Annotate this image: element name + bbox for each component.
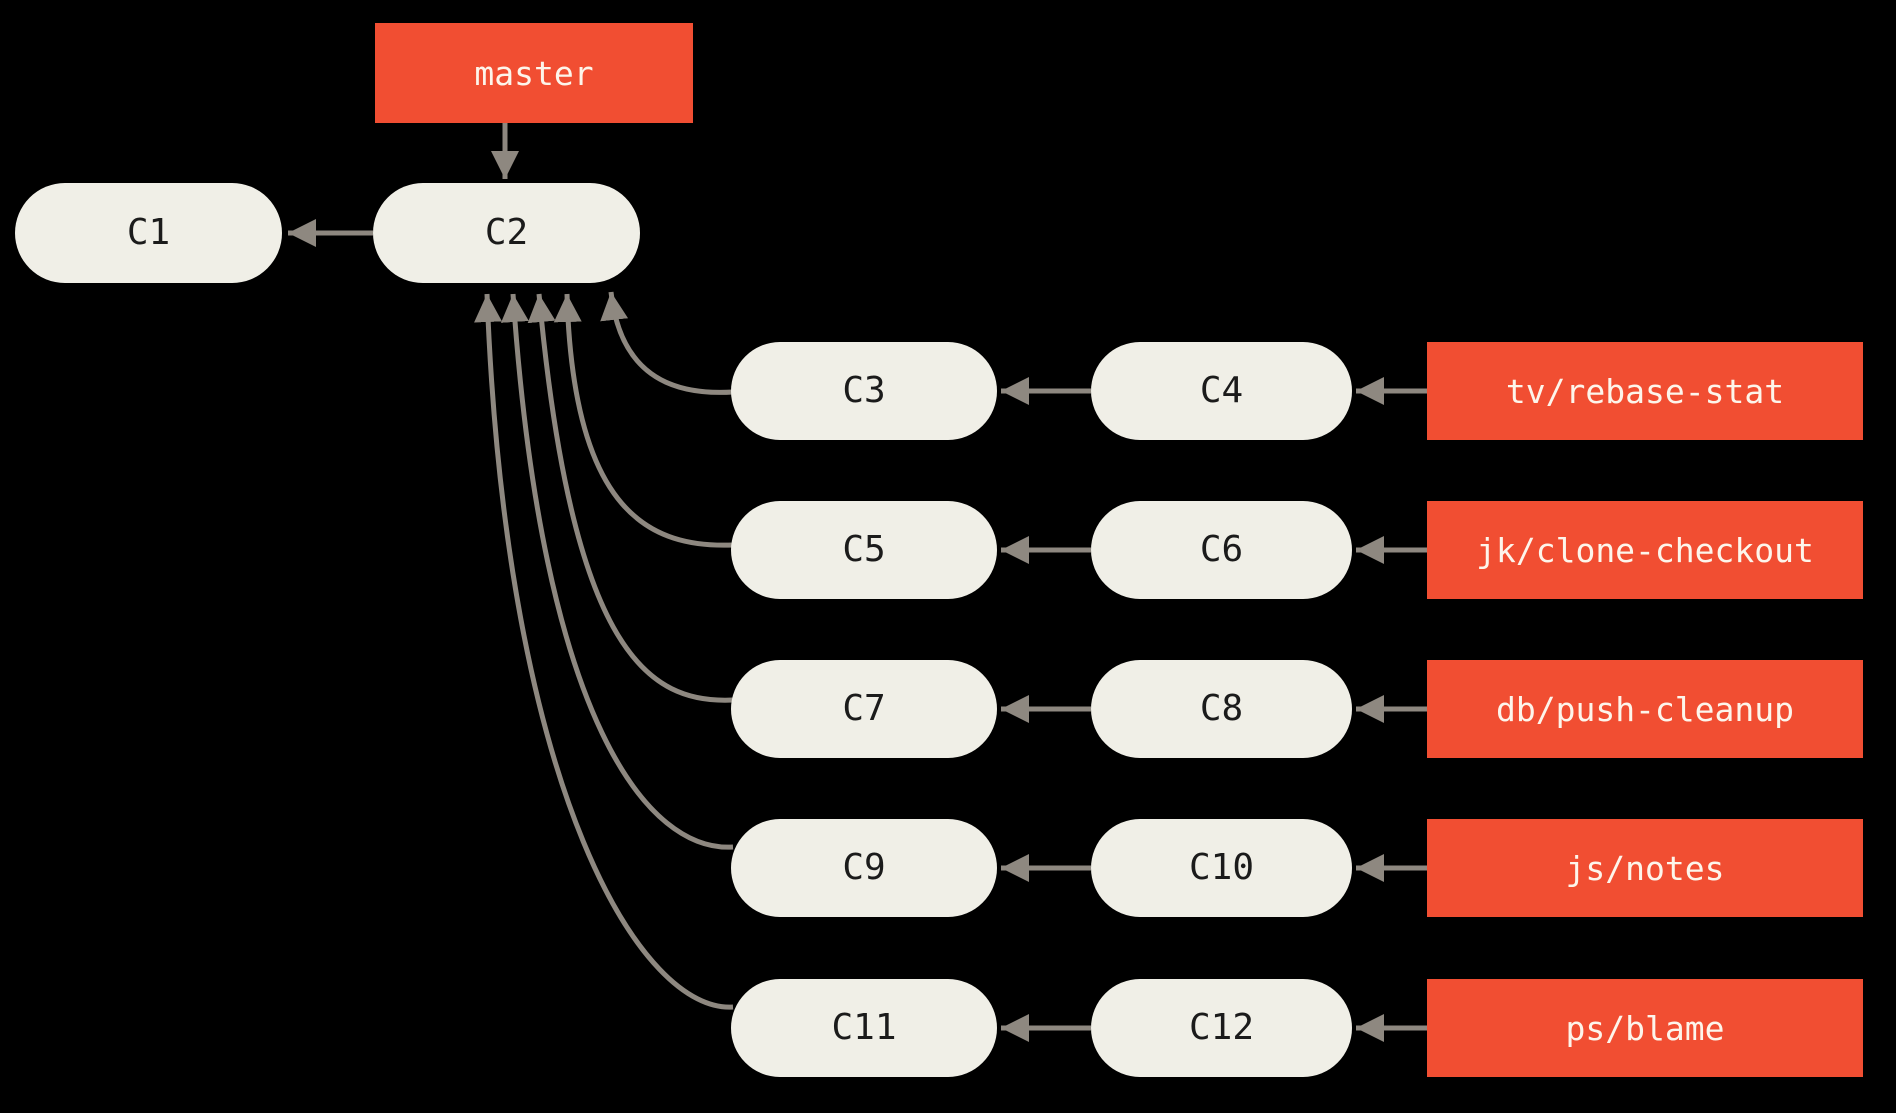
commit-label: C8 [1199, 688, 1244, 729]
commit-label: C5 [842, 529, 886, 570]
branch-ref-label: ps/blame [1565, 1008, 1725, 1048]
commit-node-c1: C1 [15, 183, 282, 283]
commit-label: C6 [1199, 529, 1244, 570]
branch-ref-label: db/push-cleanup [1495, 689, 1794, 729]
branch-ref-label: js/notes [1565, 848, 1725, 888]
branch-ref-tv-rebase-stat: tv/rebase-stat [1427, 342, 1863, 440]
commit-node-c2: C2 [373, 183, 640, 283]
commit-label: C3 [842, 370, 886, 411]
branch-ref-jk-clone-checkout: jk/clone-checkout [1427, 501, 1863, 599]
commit-label: C11 [831, 1007, 897, 1048]
branch-ref-master-label: master [474, 53, 594, 93]
arrow-c11-to-c2 [474, 293, 734, 1010]
arrow-c3-to-c2 [600, 291, 734, 395]
commit-label: C7 [842, 688, 886, 729]
commit-node-c7: C7 [731, 660, 997, 758]
arrow-c9-to-c2 [500, 293, 734, 850]
commit-node-c11: C11 [731, 979, 997, 1077]
commit-label: C12 [1188, 1007, 1255, 1048]
commit-node-c8: C8 [1091, 660, 1352, 758]
arrow-c7-to-c2 [527, 293, 734, 703]
branch-ref-ps-blame: ps/blame [1427, 979, 1863, 1077]
commit-node-c12: C12 [1091, 979, 1352, 1077]
commit-node-c3: C3 [731, 342, 997, 440]
commit-label: C1 [126, 212, 171, 253]
branch-ref-label: jk/clone-checkout [1476, 530, 1814, 570]
commit-label: C2 [484, 212, 529, 253]
branch-ref-js-notes: js/notes [1427, 819, 1863, 917]
commit-node-c9: C9 [731, 819, 997, 917]
commit-node-c6: C6 [1091, 501, 1352, 599]
commit-label: C9 [842, 847, 886, 888]
commit-node-c5: C5 [731, 501, 997, 599]
commit-label: C10 [1188, 847, 1255, 888]
commit-node-c4: C4 [1091, 342, 1352, 440]
commit-node-c10: C10 [1091, 819, 1352, 917]
arrow-c5-to-c2 [553, 293, 734, 548]
branch-ref-db-push-cleanup: db/push-cleanup [1427, 660, 1863, 758]
commit-label: C4 [1199, 370, 1244, 411]
branch-ref-label: tv/rebase-stat [1505, 371, 1785, 411]
branch-ref-master: master [375, 23, 693, 123]
